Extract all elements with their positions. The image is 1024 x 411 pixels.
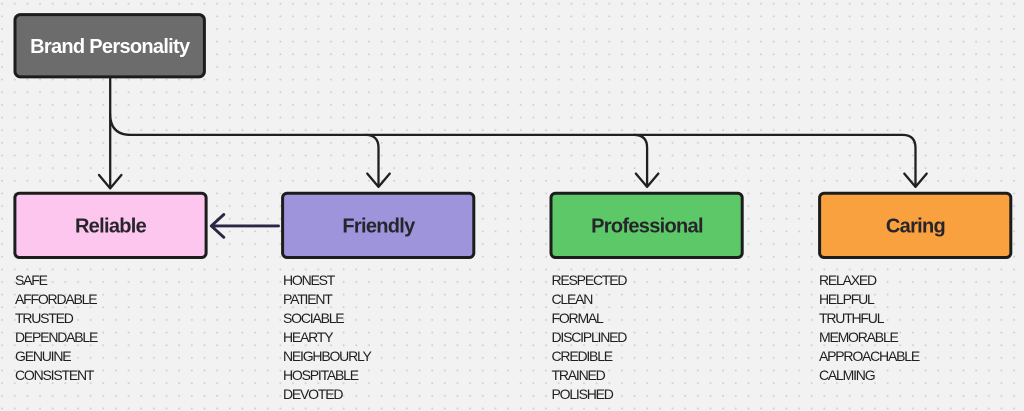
svg-text:Friendly: Friendly (342, 215, 416, 237)
svg-text:Professional: Professional (591, 215, 703, 237)
svg-text:CONSISTENT: CONSISTENT (15, 367, 95, 383)
svg-text:TRUTHFUL: TRUTHFUL (819, 310, 885, 326)
svg-text:FORMAL: FORMAL (552, 310, 605, 326)
svg-text:CREDIBLE: CREDIBLE (552, 348, 613, 364)
svg-text:TRUSTED: TRUSTED (15, 310, 74, 326)
svg-text:Caring: Caring (886, 215, 945, 237)
svg-text:AFFORDABLE: AFFORDABLE (15, 291, 97, 307)
svg-text:TRAINED: TRAINED (552, 367, 606, 383)
svg-text:POLISHED: POLISHED (552, 386, 614, 402)
svg-text:HONEST: HONEST (283, 272, 336, 288)
svg-text:MEMORABLE: MEMORABLE (819, 329, 899, 345)
svg-text:GENUINE: GENUINE (15, 348, 71, 364)
svg-text:DEVOTED: DEVOTED (283, 386, 343, 402)
svg-text:SAFE: SAFE (15, 272, 48, 288)
svg-text:PATIENT: PATIENT (283, 291, 333, 307)
svg-text:DEPENDABLE: DEPENDABLE (15, 329, 98, 345)
svg-text:NEIGHBOURLY: NEIGHBOURLY (283, 348, 373, 364)
svg-text:HOSPITABLE: HOSPITABLE (283, 367, 359, 383)
svg-text:Reliable: Reliable (75, 215, 147, 237)
svg-text:CLEAN: CLEAN (552, 291, 593, 307)
svg-text:RESPECTED: RESPECTED (552, 272, 628, 288)
svg-text:HEARTY: HEARTY (283, 329, 334, 345)
svg-text:HELPFUL: HELPFUL (819, 291, 875, 307)
svg-text:SOCIABLE: SOCIABLE (283, 310, 344, 326)
svg-text:Brand Personality: Brand Personality (30, 36, 191, 58)
svg-text:RELAXED: RELAXED (819, 272, 877, 288)
svg-text:APPROACHABLE: APPROACHABLE (819, 348, 920, 364)
svg-text:CALMING: CALMING (819, 367, 875, 383)
svg-text:DISCIPLINED: DISCIPLINED (552, 329, 628, 345)
